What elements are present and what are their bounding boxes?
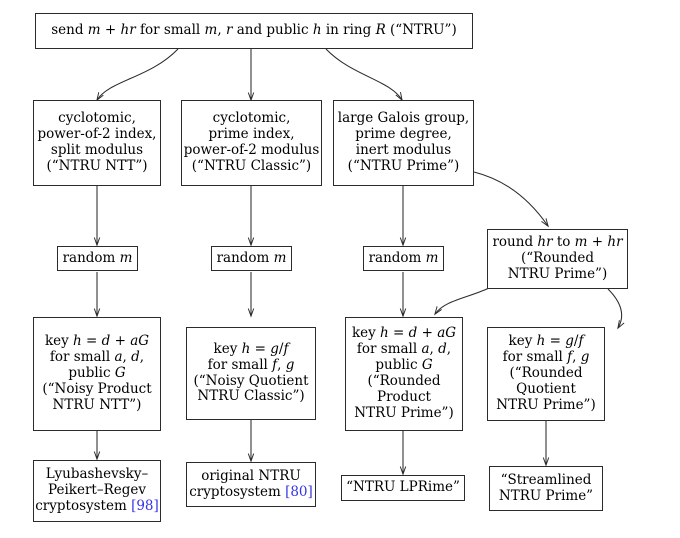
node-ntru-lprime[interactable]: “NTRU LPRime” xyxy=(341,475,465,501)
node-line: (“Noisy Product xyxy=(42,380,152,397)
node-line: Quotient xyxy=(516,380,576,397)
node-line-citation: cryptosystem [98] xyxy=(35,497,159,514)
node-line-citation: cryptosystem [80] xyxy=(189,483,313,500)
node-line: (“Rounded xyxy=(367,373,441,389)
node-line: “Streamlined xyxy=(500,471,592,488)
node-line: prime degree, xyxy=(355,126,452,143)
node-line: key h = d + aG xyxy=(351,325,457,342)
node-line: (“Noisy Quotient xyxy=(193,372,309,389)
node-random-m-1[interactable]: random m xyxy=(57,246,138,271)
node-line: inert modulus xyxy=(355,142,452,158)
node-streamlined-ntru-prime[interactable]: “Streamlined NTRU Prime” xyxy=(489,466,603,511)
node-line: power-of-2 index, xyxy=(37,126,157,143)
node-ntru-classic[interactable]: cyclotomic, prime index, power-of-2 modu… xyxy=(181,100,322,186)
node-line: for small f, g xyxy=(502,349,590,366)
node-line: key h = g/f xyxy=(508,333,584,350)
node-send-m-plus-hr[interactable]: send m + hr for small m, r and public h … xyxy=(35,13,473,49)
node-ntru-prime[interactable]: large Galois group, prime degree, inert … xyxy=(333,100,474,186)
node-line: (“NTRU Prime”) xyxy=(347,157,460,174)
node-line: random m xyxy=(216,249,287,266)
node-line: public G xyxy=(68,365,126,382)
node-line: (“NTRU NTT”) xyxy=(46,157,148,174)
node-line: for small a, d, xyxy=(49,349,145,366)
node-line: split modulus xyxy=(50,142,144,158)
node-noisy-product-ntru-ntt[interactable]: key h = d + aG for small a, d, public G … xyxy=(33,317,161,431)
node-line: round hr to m + hr xyxy=(492,234,623,251)
node-line: large Galois group, xyxy=(337,110,470,127)
node-line: prime index, xyxy=(208,126,295,143)
node-rounded-product-ntru-prime[interactable]: key h = d + aG for small a, d, public G … xyxy=(345,317,463,431)
node-line: key h = d + aG xyxy=(44,333,150,350)
node-original-ntru[interactable]: original NTRU cryptosystem [80] xyxy=(186,462,316,507)
node-line: cyclotomic, xyxy=(212,110,291,127)
edge-rounded-to-rounded-product xyxy=(435,287,490,314)
node-line: NTRU Prime”) xyxy=(507,265,608,282)
node-line: NTRU Prime”) xyxy=(354,404,454,421)
citation-ref[interactable]: [98] xyxy=(131,497,159,514)
edge-ntru-prime-to-rounded-ntru-prime xyxy=(473,171,548,226)
node-line: cyclotomic, xyxy=(58,110,136,127)
node-line: NTRU Prime” xyxy=(498,487,594,504)
node-line: Lyubashevsky– xyxy=(45,466,149,483)
node-lyubashevsky-peikert-regev[interactable]: Lyubashevsky– Peikert–Regev cryptosystem… xyxy=(33,460,161,522)
citation-ref[interactable]: [80] xyxy=(285,483,313,500)
node-line: for small a, d, xyxy=(356,341,452,358)
node-noisy-quotient-ntru-classic[interactable]: key h = g/f for small f, g (“Noisy Quoti… xyxy=(186,327,316,420)
node-line: (“Rounded xyxy=(509,365,583,382)
node-line: for small f, g xyxy=(207,356,295,373)
node-line: original NTRU xyxy=(201,467,301,484)
node-line: send m + hr for small m, r and public h … xyxy=(51,22,457,39)
edge-root-to-ntru-ntt xyxy=(97,48,179,100)
edge-rounded-to-rounded-quotient xyxy=(607,288,622,328)
node-ntru-ntt[interactable]: cyclotomic, power-of-2 index, split modu… xyxy=(33,100,161,186)
node-line: key h = g/f xyxy=(213,340,289,357)
node-line: NTRU NTT”) xyxy=(52,396,142,413)
node-rounded-quotient-ntru-prime[interactable]: key h = g/f for small f, g (“Rounded Quo… xyxy=(487,327,605,421)
node-line: Product xyxy=(377,388,431,405)
node-line: random m xyxy=(62,249,133,266)
node-random-m-2[interactable]: random m xyxy=(211,246,292,271)
node-line: power-of-2 modulus xyxy=(183,142,320,158)
node-random-m-3[interactable]: random m xyxy=(363,246,444,271)
node-line: NTRU Prime”) xyxy=(496,396,596,413)
node-line: public G xyxy=(375,357,433,374)
node-line: (“NTRU Classic”) xyxy=(191,157,312,174)
edge-root-to-ntru-prime xyxy=(325,48,402,100)
node-rounded-ntru-prime[interactable]: round hr to m + hr (“Rounded NTRU Prime”… xyxy=(487,229,628,289)
node-line: (“Rounded xyxy=(520,250,595,267)
node-line: “NTRU LPRime” xyxy=(346,479,460,496)
node-line: Peikert–Regev xyxy=(48,482,146,499)
node-line: random m xyxy=(368,249,439,266)
node-line: NTRU Classic”) xyxy=(197,388,305,405)
